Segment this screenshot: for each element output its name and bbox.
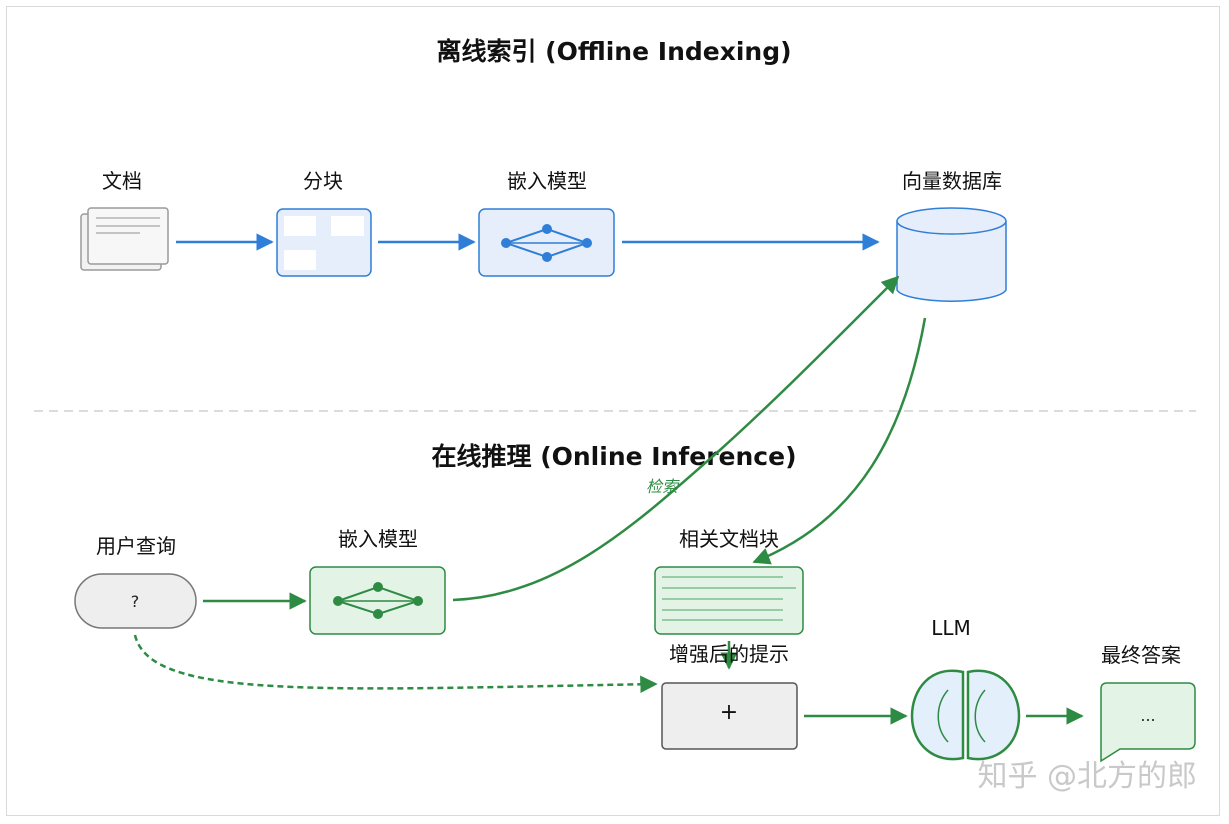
online-embedding-model-icon [309,566,446,635]
plus-icon: + [720,700,738,725]
ellipsis-icon: ... [1140,706,1155,725]
relevant-chunks-label: 相关文档块 [679,527,779,551]
chunks-label: 分块 [303,169,343,193]
augmented-prompt-box: + [661,682,798,750]
arrow-vectordb-to-chunks [752,317,927,565]
chunks-icon [276,208,372,277]
docs-label: 文档 [102,169,142,193]
offline-embed-label: 嵌入模型 [507,169,587,193]
query-bubble: ? [74,573,197,629]
llm-label: LLM [931,616,971,640]
arrow-query-to-prompt [133,634,658,694]
answer-label: 最终答案 [1101,643,1181,667]
online-embed-label: 嵌入模型 [338,527,418,551]
prompt-label: 增强后的提示 [669,642,789,666]
llm-brain-icon [910,669,1021,761]
documents-icon [80,207,169,271]
diagram-frame [6,6,1220,816]
relevant-chunks-icon [654,566,804,635]
arrow-retrieve-query [452,275,900,602]
vectordb-label: 向量数据库 [902,169,1002,193]
offline-embedding-model-icon [478,208,615,277]
watermark: 知乎 @北方的郎 [977,759,1197,794]
vector-database-icon [896,207,1007,303]
offline-title: 离线索引 (Offline Indexing) [436,37,791,66]
online-title: 在线推理 (Online Inference) [432,442,797,471]
question-mark-icon: ? [131,592,140,611]
retrieve-label: 检索 [646,477,680,496]
query-label: 用户查询 [96,534,176,558]
answer-bubble: ... [1100,682,1196,763]
